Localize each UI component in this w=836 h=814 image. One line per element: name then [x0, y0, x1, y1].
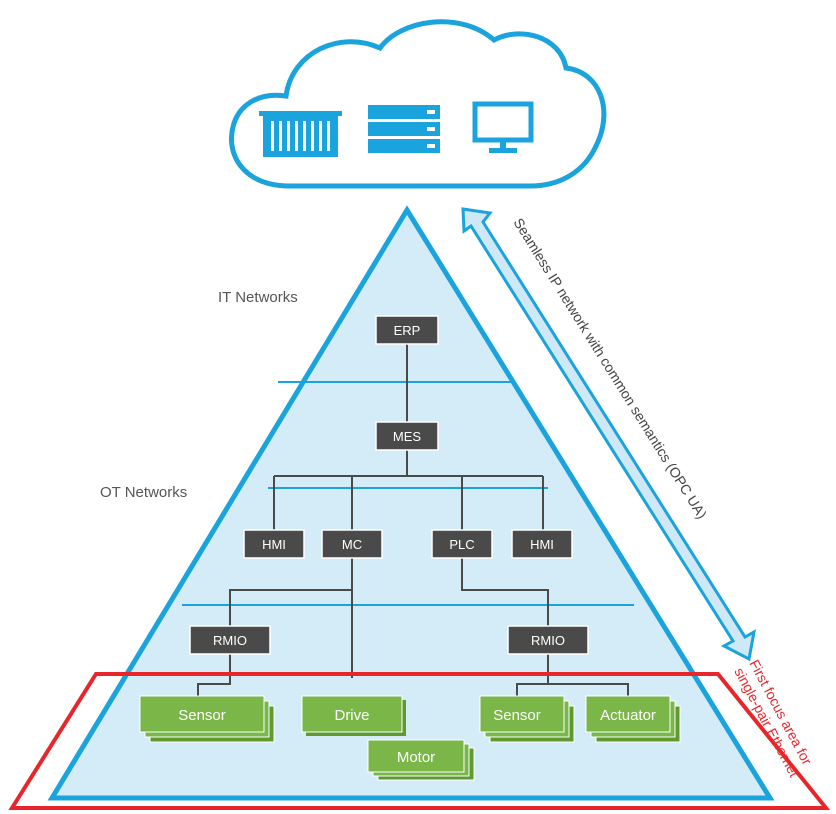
- node-label: HMI: [530, 537, 554, 552]
- device-drive: Drive: [301, 695, 406, 736]
- ot-networks-label: OT Networks: [100, 484, 187, 501]
- cloud: [229, 19, 607, 189]
- node-label: ERP: [394, 323, 421, 338]
- node-plc: PLC: [431, 529, 493, 559]
- node-hmi-right: HMI: [511, 529, 573, 559]
- node-erp: ERP: [375, 315, 439, 345]
- node-label: MC: [342, 537, 362, 552]
- device-label: Actuator: [600, 707, 656, 724]
- node-hmi-left: HMI: [243, 529, 305, 559]
- device-label: Motor: [397, 749, 435, 766]
- focus-area-frame: [8, 672, 831, 810]
- node-label: RMIO: [213, 633, 247, 648]
- device-label: Drive: [334, 707, 369, 724]
- node-label: MES: [393, 429, 422, 444]
- it-networks-label: IT Networks: [218, 289, 298, 306]
- connectors: [197, 342, 629, 696]
- rack-server-icon: [259, 111, 342, 157]
- device-label: Sensor: [493, 707, 541, 724]
- level-dividers: [182, 381, 634, 606]
- device-actuator: Actuator: [585, 695, 681, 743]
- node-rmio-right: RMIO: [507, 625, 589, 655]
- node-mes: MES: [375, 421, 439, 451]
- node-label: HMI: [262, 537, 286, 552]
- device-sensor-left: Sensor: [139, 695, 275, 743]
- device-motor: Motor: [367, 739, 475, 781]
- node-rmio-left: RMIO: [189, 625, 271, 655]
- server-stack-icon: [368, 105, 440, 153]
- node-label: RMIO: [531, 633, 565, 648]
- device-sensor-right: Sensor: [479, 695, 575, 743]
- monitor-icon: [472, 101, 534, 153]
- device-label: Sensor: [178, 707, 226, 724]
- node-label: PLC: [449, 537, 474, 552]
- seamless-double-arrow: [461, 207, 757, 662]
- node-mc: MC: [321, 529, 383, 559]
